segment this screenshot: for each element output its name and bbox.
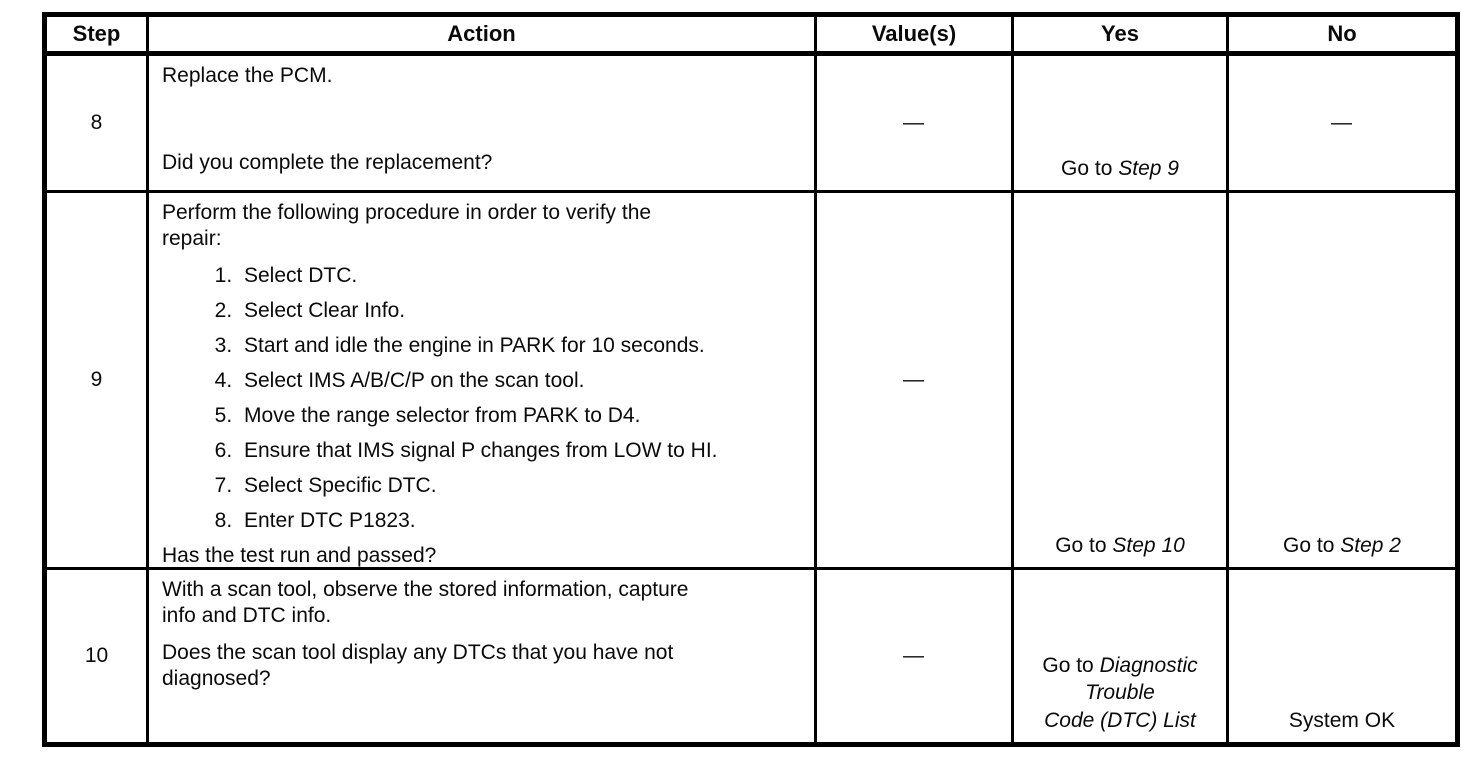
procedure-list: Select DTC. Select Clear Info. Start and… <box>162 263 806 543</box>
goto-target: Code (DTC) List <box>1044 708 1196 732</box>
goto-target: Trouble <box>1085 681 1155 705</box>
goto-prefix: Go to <box>1042 654 1094 678</box>
action-question: Does the scan tool display any DTCs that… <box>162 641 674 691</box>
value-dash: — <box>903 367 925 391</box>
action-cell: Perform the following procedure in order… <box>146 190 817 570</box>
step-number: 10 <box>43 567 149 746</box>
list-item: Select Clear Info. <box>238 298 806 324</box>
goto-target: Step 10 <box>1112 533 1185 557</box>
diagnostic-table: Step Action Value(s) Yes No 8 Replace th… <box>42 12 1460 747</box>
table-row-step-9: 9 Perform the following procedure in ord… <box>43 190 1459 570</box>
table-row-step-10: 10 With a scan tool, observe the stored … <box>43 567 1459 746</box>
goto-prefix: Go to <box>1055 533 1107 557</box>
value-cell: — <box>814 52 1014 193</box>
header-action: Action <box>146 13 817 56</box>
goto-prefix: Go to <box>1283 533 1335 557</box>
header-values: Value(s) <box>814 13 1014 56</box>
action-cell: With a scan tool, observe the stored inf… <box>146 567 817 746</box>
step-number: 9 <box>43 190 149 570</box>
value-cell: — <box>814 190 1014 570</box>
no-cell: System OK <box>1226 567 1459 746</box>
value-cell: — <box>814 567 1014 746</box>
header-step: Step <box>43 13 149 56</box>
action-paragraph: With a scan tool, observe the stored inf… <box>162 578 689 628</box>
no-cell: Go to Step 2 <box>1226 190 1459 570</box>
list-item: Select Specific DTC. <box>238 473 806 499</box>
value-dash: — <box>903 643 925 667</box>
goto-target: Step 2 <box>1340 533 1401 557</box>
header-yes: Yes <box>1011 13 1229 56</box>
goto-prefix: Go to <box>1061 156 1113 180</box>
no-dash: — <box>1331 110 1353 134</box>
yes-cell: Go to Step 9 <box>1011 52 1229 193</box>
yes-cell: Go to Diagnostic Trouble Code (DTC) List <box>1011 567 1229 746</box>
action-text: Replace the PCM. <box>162 64 333 87</box>
document-page: Step Action Value(s) Yes No 8 Replace th… <box>0 0 1472 747</box>
goto-target: Step 9 <box>1118 156 1179 180</box>
no-cell: — <box>1226 52 1459 193</box>
goto-target: Diagnostic <box>1099 654 1198 678</box>
list-item: Move the range selector from PARK to D4. <box>238 403 806 429</box>
list-item: Select IMS A/B/C/P on the scan tool. <box>238 368 806 394</box>
table-header-row: Step Action Value(s) Yes No <box>43 13 1459 56</box>
list-item: Ensure that IMS signal P changes from LO… <box>238 438 806 464</box>
list-item: Start and idle the engine in PARK for 10… <box>238 333 806 359</box>
step-number: 8 <box>43 52 149 193</box>
list-item: Select DTC. <box>238 263 806 289</box>
value-dash: — <box>903 110 925 134</box>
yes-cell: Go to Step 10 <box>1011 190 1229 570</box>
table-row-step-8: 8 Replace the PCM. Did you complete the … <box>43 52 1459 193</box>
result-text: System OK <box>1288 708 1396 732</box>
action-cell: Replace the PCM. Did you complete the re… <box>146 52 817 193</box>
action-intro: Perform the following procedure in order… <box>162 201 652 251</box>
action-question: Did you complete the replacement? <box>162 150 493 174</box>
header-no: No <box>1226 13 1459 56</box>
action-question: Has the test run and passed? <box>162 544 437 568</box>
list-item: Enter DTC P1823. <box>238 508 806 534</box>
